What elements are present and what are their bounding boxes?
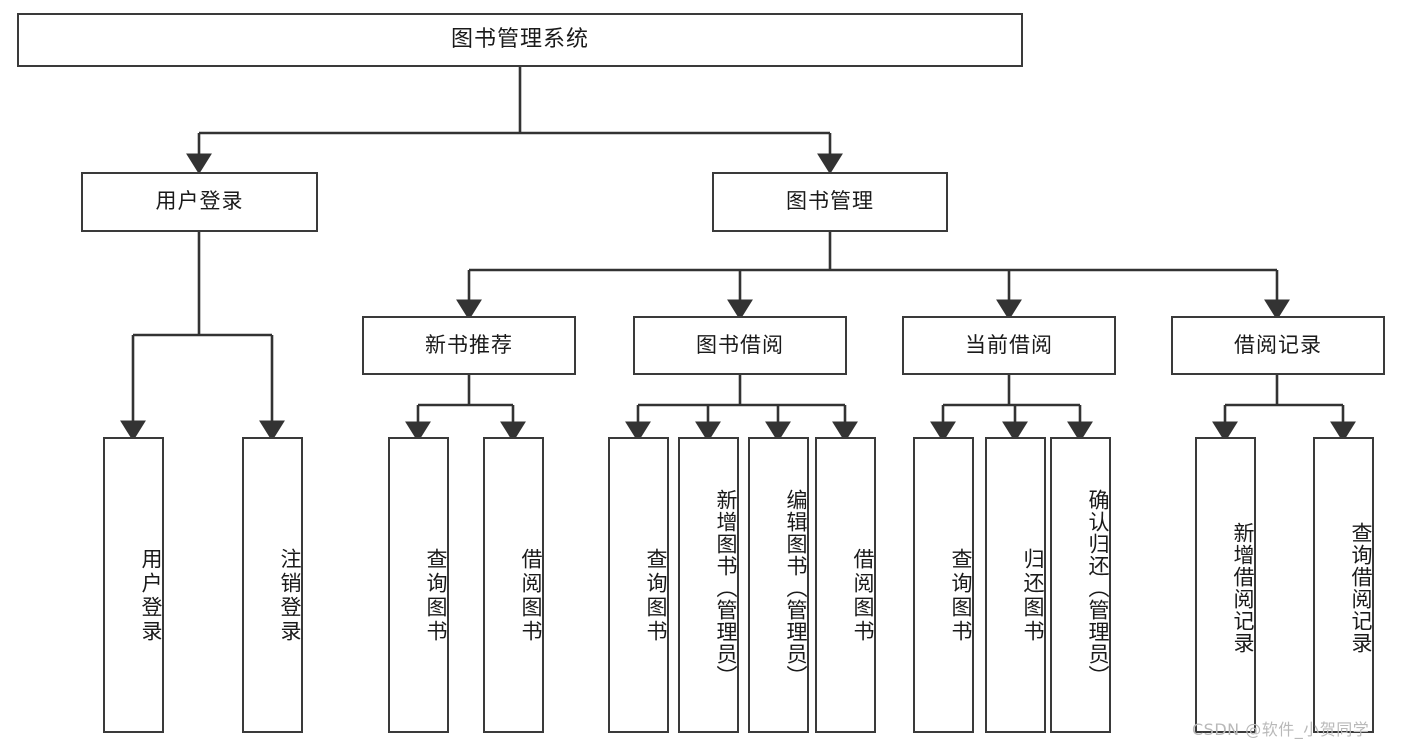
leaf-add-book-admin[interactable]: 新增图书（管理员） [678,437,739,733]
leaf-query-borrow-record[interactable]: 查询借阅记录 [1313,437,1374,733]
leaf-add-borrow-record[interactable]: 新增借阅记录 [1195,437,1256,733]
node-label: 新增借阅记录 [1231,522,1255,654]
node-label: 查询图书 [644,548,668,644]
node-label: 新增图书（管理员） [714,489,738,687]
leaf-borrow-books-borrowing[interactable]: 借阅图书 [815,437,876,733]
node-label: 查询图书 [424,548,448,644]
leaf-confirm-return-admin[interactable]: 确认归还（管理员） [1050,437,1111,733]
node-label: 借阅记录 [1234,332,1322,357]
node-label: 借阅图书 [851,548,875,644]
node-label: 查询图书 [949,548,973,644]
node-current-borrowing[interactable]: 当前借阅 [902,316,1116,375]
node-new-book-recommendation[interactable]: 新书推荐 [362,316,576,375]
node-label: 当前借阅 [965,332,1053,357]
node-user-login[interactable]: 用户登录 [81,172,318,232]
node-root-book-management-system[interactable]: 图书管理系统 [17,13,1023,67]
leaf-query-books-new-book[interactable]: 查询图书 [388,437,449,733]
node-book-borrowing[interactable]: 图书借阅 [633,316,847,375]
node-borrow-records[interactable]: 借阅记录 [1171,316,1385,375]
node-label: 图书借阅 [696,332,784,357]
node-label: 确认归还（管理员） [1086,489,1110,687]
leaf-return-books[interactable]: 归还图书 [985,437,1046,733]
node-label: 编辑图书（管理员） [784,489,808,687]
leaf-logout[interactable]: 注销登录 [242,437,303,733]
node-label: 图书管理 [786,189,874,214]
leaf-user-login[interactable]: 用户登录 [103,437,164,733]
node-label: 用户登录 [155,189,244,214]
leaf-edit-book-admin[interactable]: 编辑图书（管理员） [748,437,809,733]
leaf-query-books-borrowing[interactable]: 查询图书 [608,437,669,733]
leaf-query-books-current[interactable]: 查询图书 [913,437,974,733]
node-label: 查询借阅记录 [1349,522,1373,654]
node-book-management[interactable]: 图书管理 [712,172,948,232]
leaf-borrow-books-new-book[interactable]: 借阅图书 [483,437,544,733]
node-label: 新书推荐 [425,332,513,357]
csdn-watermark: CSDN @软件_小贺同学 [1192,720,1370,739]
node-label: 借阅图书 [519,548,543,644]
node-label: 注销登录 [278,548,302,644]
node-label: 图书管理系统 [450,26,589,52]
node-label: 用户登录 [139,548,163,644]
node-label: 归还图书 [1021,548,1045,644]
